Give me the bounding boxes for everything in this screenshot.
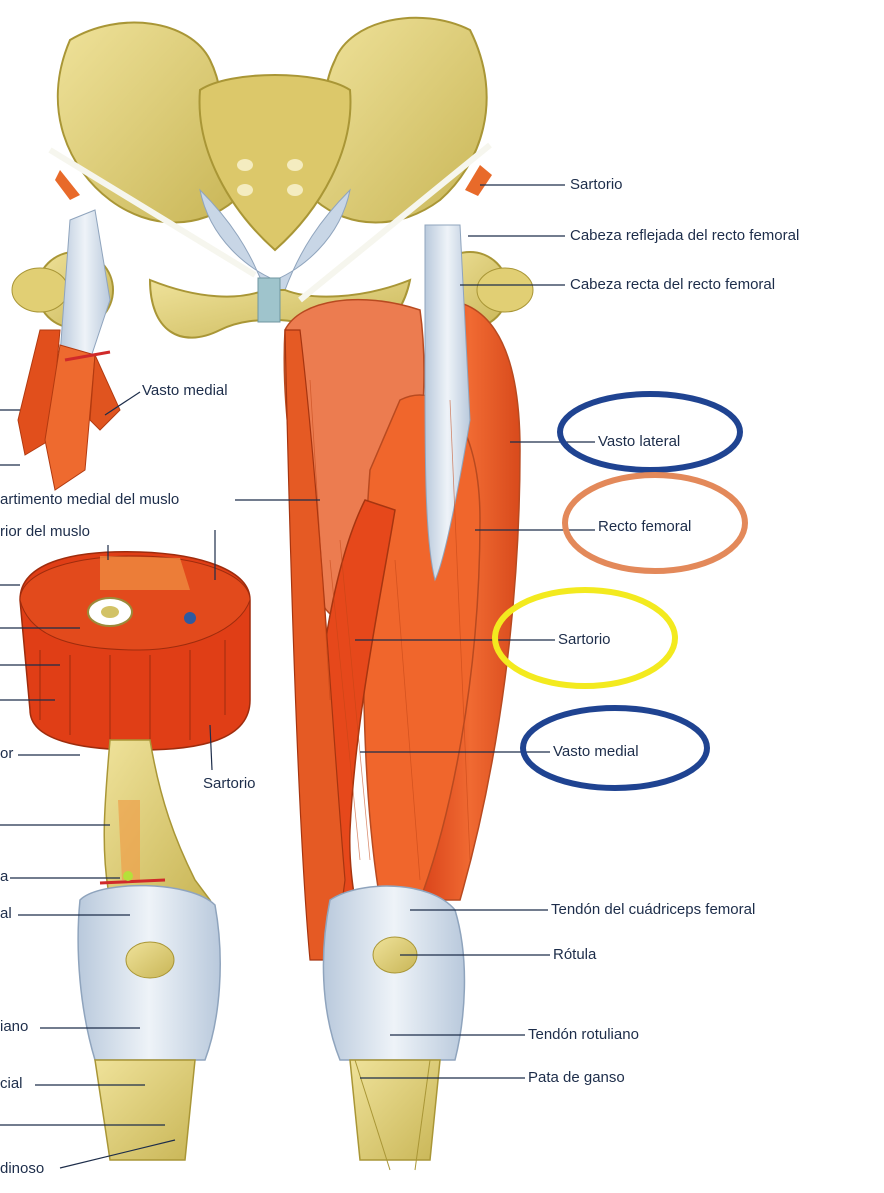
- vasto-medial-circle: [520, 705, 710, 791]
- label-anterior-muslo: rior del muslo: [0, 523, 91, 540]
- pubic-symphysis: [257, 277, 281, 323]
- label-tendon-rotuliano: Tendón rotuliano: [528, 1026, 639, 1043]
- thigh-muscles: [283, 224, 521, 961]
- right-knee: [322, 885, 466, 1171]
- left-cross-section: [19, 551, 251, 1161]
- label-rotula: Rótula: [553, 946, 597, 963]
- label-cabeza-reflejada: Cabeza reflejada del recto femoral: [570, 227, 800, 244]
- leader-lines: [0, 184, 595, 1169]
- label-sartorio-thigh: Sartorio: [558, 631, 611, 648]
- highlight-ellipses: [492, 391, 748, 791]
- label-vasto-medial-right: Vasto medial: [553, 743, 639, 760]
- label-cross-sartorio: Sartorio: [203, 775, 256, 792]
- vasto-lateral-circle: [557, 391, 743, 473]
- recto-femoral-circle: [562, 472, 748, 574]
- label-tendon-cuadriceps: Tendón del cuádriceps femoral: [551, 901, 756, 918]
- label-cabeza-recta: Cabeza recta del recto femoral: [570, 276, 776, 293]
- label-left-al: al: [0, 905, 12, 922]
- label-vasto-lateral: Vasto lateral: [598, 433, 681, 450]
- sacrum: [198, 74, 352, 252]
- label-left-iano: iano: [0, 1018, 29, 1035]
- left-cut-muscles: [17, 209, 121, 491]
- label-vasto-medial-left: Vasto medial: [142, 382, 228, 399]
- sartorio-circle: [492, 587, 678, 689]
- recto-femoral-tendon: [424, 224, 471, 582]
- label-recto-femoral: Recto femoral: [598, 518, 692, 535]
- label-left-cial: cial: [0, 1075, 23, 1092]
- label-left-a: a: [0, 868, 9, 885]
- sacral-ligaments: [199, 188, 351, 291]
- label-left-or: or: [0, 745, 14, 762]
- label-compartimento-medial: artimento medial del muslo: [0, 491, 180, 508]
- label-left-dinoso: dinoso: [0, 1160, 45, 1177]
- label-pata-ganso: Pata de ganso: [528, 1069, 625, 1086]
- label-pelvis-sartorio: Sartorio: [570, 176, 623, 193]
